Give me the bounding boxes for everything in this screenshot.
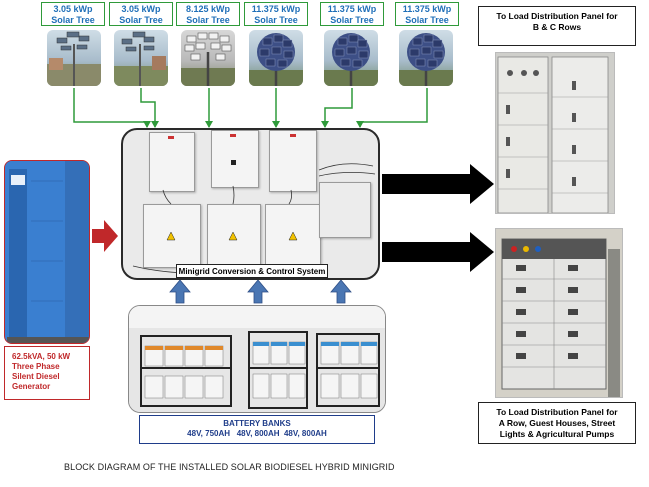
solar-tree-rating: 11.375 kWp — [402, 4, 452, 14]
solar-connectors — [73, 88, 428, 127]
solar-tree-label-4: 11.375 kWp Solar Tree — [244, 2, 308, 26]
tree-1-connector — [73, 88, 148, 127]
battery-arrow-1 — [169, 279, 191, 304]
solar-tree-rating: 11.375 kWp — [251, 4, 301, 14]
solar-tree-label-5: 11.375 kWp Solar Tree — [320, 2, 384, 26]
load-panel-top-label: To Load Distribution Panel for B & C Row… — [478, 6, 636, 46]
generator-rating: 62.5kVA, 50 kW — [12, 352, 71, 361]
battery-specs: 48V, 750AH 48V, 800AH 48V, 800AH — [187, 429, 327, 438]
solar-tree-rating: 11.375 kWp — [327, 4, 377, 14]
diesel-generator-photo — [4, 160, 90, 344]
solar-tree-illustration — [249, 33, 303, 86]
solar-tree-name: Solar Tree — [405, 15, 449, 25]
battery-arrow-2 — [247, 279, 269, 304]
generator-phase: Three Phase — [12, 362, 60, 371]
solar-tree-photo-6 — [399, 30, 453, 86]
inverter-2 — [211, 130, 259, 188]
solar-tree-label-3: 8.125 kWp Solar Tree — [176, 2, 240, 26]
solar-tree-photo-5 — [324, 30, 378, 86]
inverter-3 — [269, 130, 317, 192]
tree-3-arrowhead — [205, 121, 213, 128]
solar-tree-label-2: 3.05 kWp Solar Tree — [109, 2, 173, 26]
solar-tree-photo-1 — [47, 30, 101, 86]
solar-arrowheads — [143, 121, 364, 128]
solar-tree-rating: 3.05 kWp — [53, 4, 93, 14]
tree-6-connector — [359, 88, 428, 127]
tree-5-arrowhead — [321, 121, 329, 128]
solar-tree-label-1: 3.05 kWp Solar Tree — [41, 2, 105, 26]
tree-2-arrowhead — [151, 121, 159, 128]
battery-illustration — [129, 306, 385, 412]
solar-tree-name: Solar Tree — [254, 15, 298, 25]
solar-tree-illustration — [114, 31, 168, 86]
load-panel-bottom-line-2: A Row, Guest Houses, Street — [498, 418, 616, 428]
solar-tree-rating: 8.125 kWp — [185, 4, 231, 14]
load-panel-bottom-line-1: To Load Distribution Panel for — [496, 407, 618, 417]
solar-tree-name: Solar Tree — [330, 15, 374, 25]
solar-tree-photo-4 — [249, 30, 303, 86]
battery-label: BATTERY BANKS 48V, 750AH 48V, 800AH 48V,… — [139, 415, 375, 444]
control-panel — [319, 182, 371, 238]
generator-arrow — [92, 220, 118, 252]
generator-type: Silent Diesel — [12, 372, 60, 381]
battery-banks-photo — [128, 305, 386, 413]
solar-tree-illustration — [399, 33, 453, 86]
load-panel-top-line-2: B & C Rows — [532, 22, 582, 32]
output-arrow-top — [382, 164, 494, 204]
solar-tree-name: Solar Tree — [51, 15, 95, 25]
tree-1-arrowhead — [143, 121, 151, 128]
output-arrow-bottom — [382, 232, 494, 272]
load-panel-bottom-line-3: Lights & Agricultural Pumps — [499, 429, 615, 439]
solar-tree-label-6: 11.375 kWp Solar Tree — [395, 2, 459, 26]
solar-tree-photo-3 — [181, 30, 235, 86]
load-panel-bottom-photo — [495, 228, 623, 398]
battery-arrows — [169, 279, 352, 304]
diagram-caption: BLOCK DIAGRAM OF THE INSTALLED SOLAR BIO… — [64, 462, 395, 472]
tree-5-connector — [324, 88, 353, 127]
solar-tree-name: Solar Tree — [186, 15, 230, 25]
generator-label: 62.5kVA, 50 kW Three Phase Silent Diesel… — [4, 346, 90, 400]
control-system-photo — [121, 128, 380, 280]
load-panel-top-photo — [495, 52, 615, 214]
load-panel-bottom-label: To Load Distribution Panel for A Row, Gu… — [478, 402, 636, 444]
solar-tree-photo-2 — [114, 30, 168, 86]
battery-title: BATTERY BANKS — [223, 419, 291, 428]
inverter-1 — [149, 132, 195, 192]
cable-lines — [132, 134, 376, 274]
generator-illustration — [5, 161, 89, 343]
solar-tree-illustration — [47, 31, 101, 86]
distribution-panel-illustration — [496, 53, 614, 213]
junction-box-1 — [143, 204, 201, 268]
tree-2-connector — [140, 88, 156, 127]
solar-tree-name: Solar Tree — [119, 15, 163, 25]
control-system-label: Minigrid Conversion & Control System — [176, 264, 328, 278]
battery-arrow-3 — [330, 279, 352, 304]
solar-tree-illustration — [324, 33, 378, 86]
tree-6-arrowhead — [356, 121, 364, 128]
load-panel-top-line-1: To Load Distribution Panel for — [496, 11, 618, 21]
solar-tree-illustration — [181, 32, 235, 86]
generator-name: Generator — [12, 382, 51, 391]
tree-4-arrowhead — [272, 121, 280, 128]
solar-tree-rating: 3.05 kWp — [121, 4, 161, 14]
distribution-panel-illustration — [496, 229, 622, 397]
